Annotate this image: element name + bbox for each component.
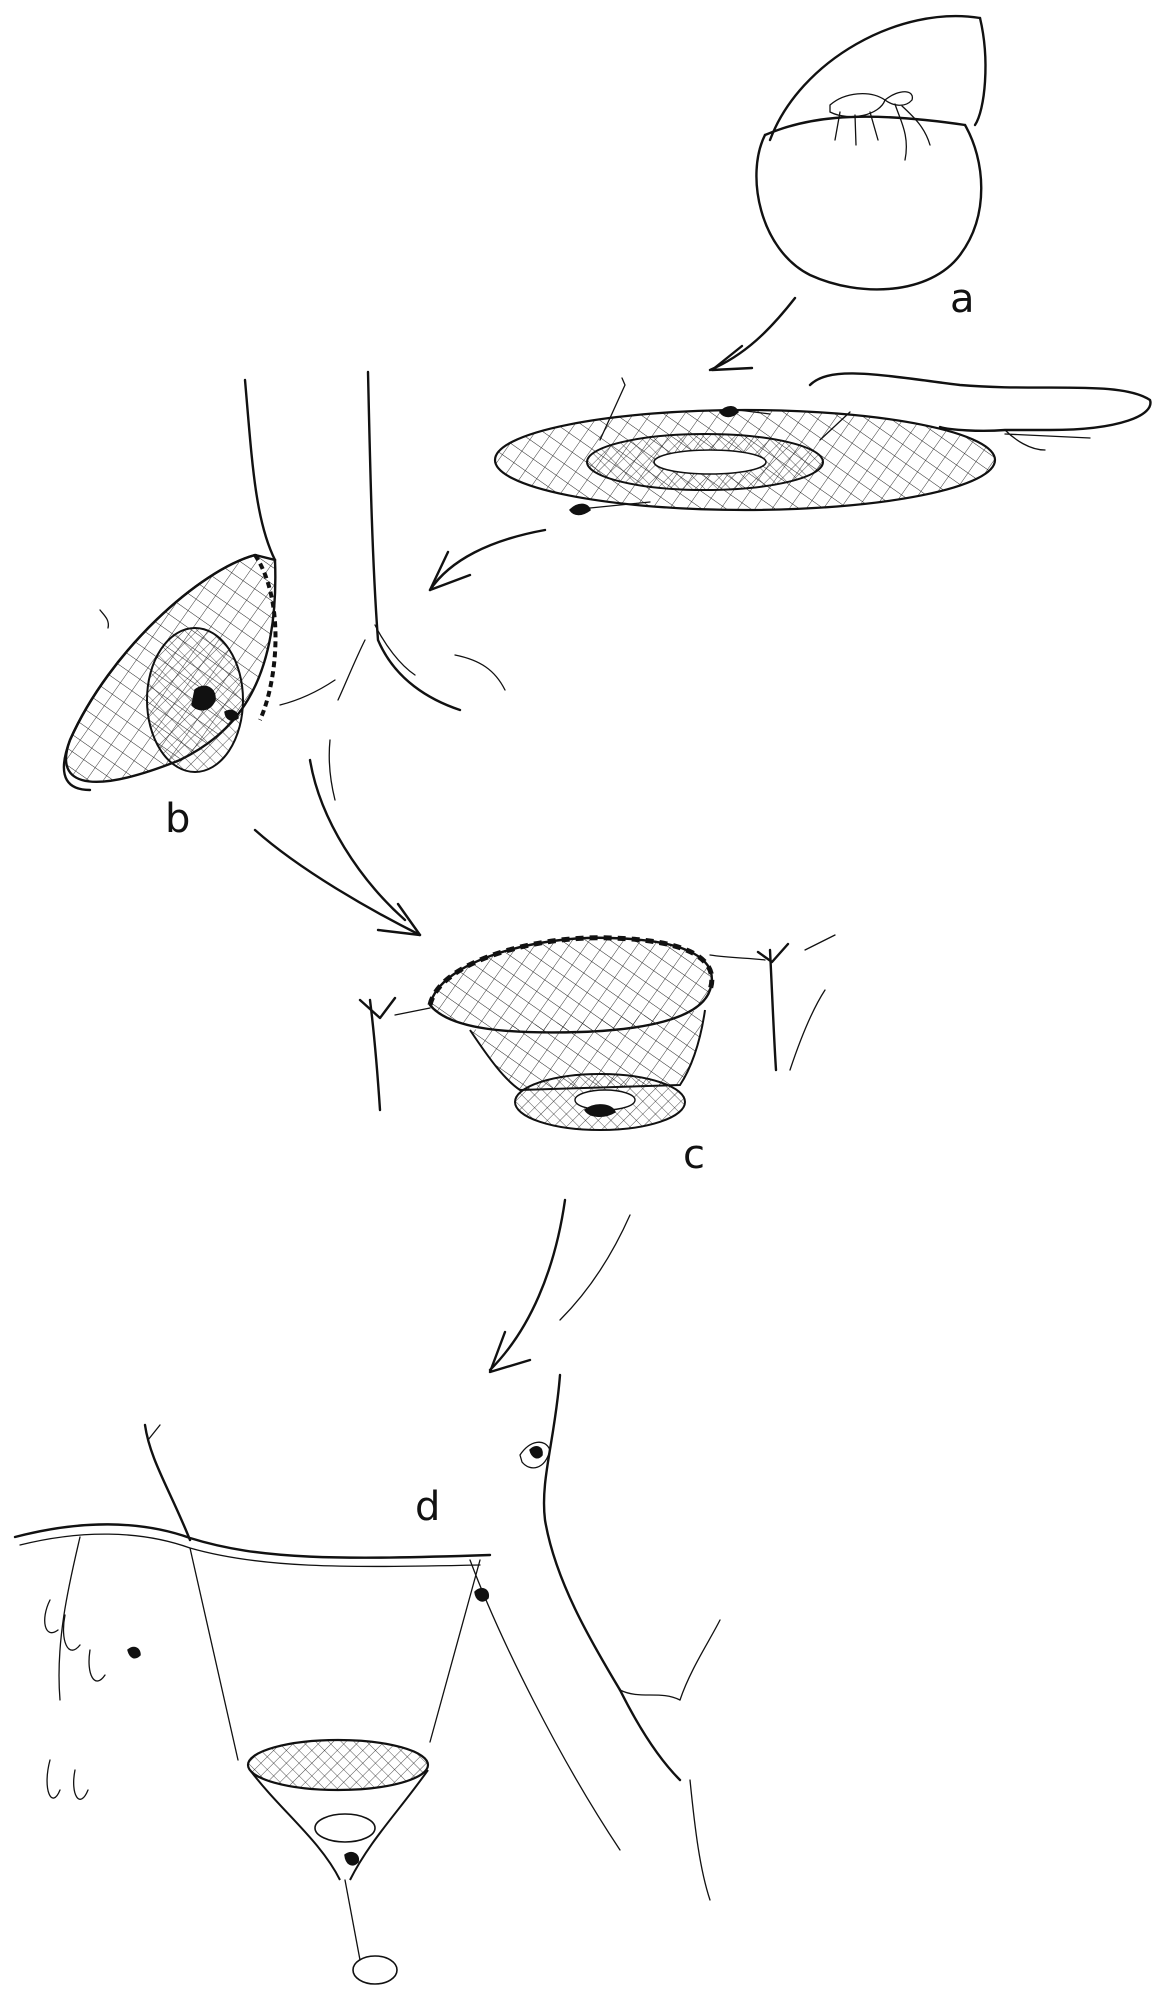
panel-d-hanging-net: [15, 1375, 720, 1984]
arrow-b-to-c: [255, 760, 420, 935]
flat-net-assembly: [495, 373, 1150, 514]
panel-label-b: b: [165, 796, 190, 842]
panel-label-c: c: [683, 1132, 705, 1178]
arrow-c-to-d: [490, 1200, 630, 1372]
panel-label-a: a: [950, 276, 975, 322]
panel-label-d: d: [415, 1484, 440, 1530]
panel-a-bag: [756, 16, 985, 289]
arrow-a-to-net: [710, 298, 795, 370]
arrow-net-to-b: [430, 530, 545, 590]
panel-c-staked-net: [360, 935, 835, 1130]
